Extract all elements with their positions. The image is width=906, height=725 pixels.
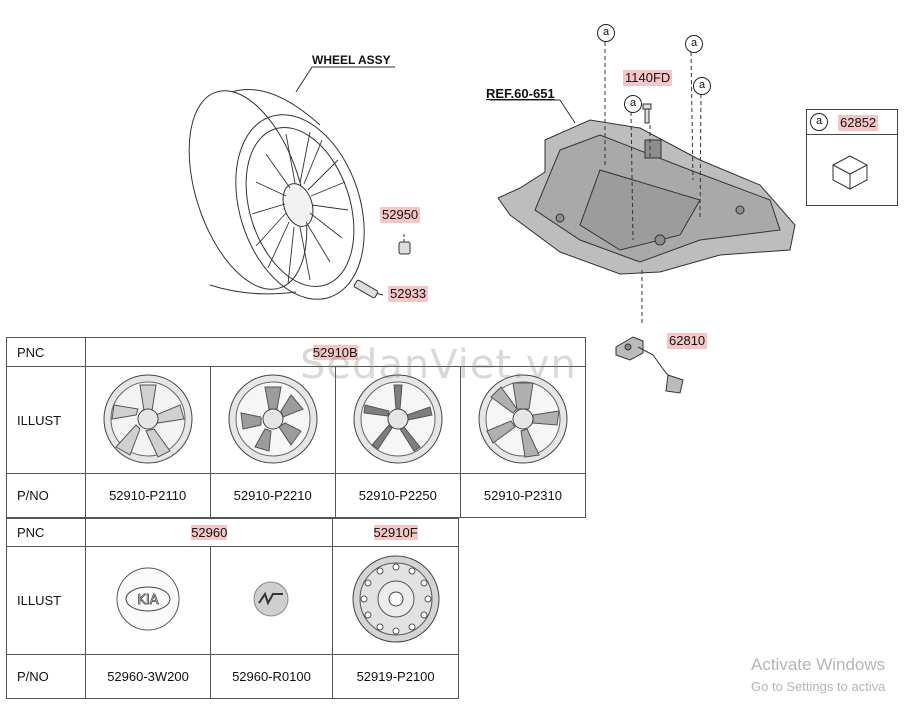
marker-a-1: a — [597, 24, 615, 42]
marker-a-3: a — [693, 77, 711, 95]
pno-4[interactable]: 52910-P2310 — [459, 473, 587, 518]
pnc-value-a: 52960 — [85, 518, 334, 547]
hub-cap-illust-2[interactable] — [251, 579, 291, 619]
legend-divider — [807, 134, 897, 135]
pnc-52960[interactable]: 52960 — [191, 525, 228, 540]
valve-52933 — [353, 279, 379, 299]
activate-windows-title: Activate Windows — [751, 655, 886, 674]
pnc-label-2: PNC — [5, 518, 87, 547]
under-cover-drawing — [497, 119, 796, 275]
spare-wheel-illust[interactable] — [350, 553, 442, 645]
pno-cap-1[interactable]: 52960-3W200 — [85, 654, 211, 699]
wheel-parts-table: PNC 52910B ILLUST — [6, 337, 587, 518]
legend-box — [806, 109, 898, 206]
callout-62852[interactable]: 62852 — [838, 115, 879, 131]
ref-label: REF.60-651 — [486, 86, 555, 101]
pno-cap-2[interactable]: 52960-R0100 — [209, 654, 334, 699]
pno-label-2: P/NO — [5, 654, 87, 699]
wheel-illust-2[interactable] — [225, 371, 321, 467]
wheel-assy-label: WHEEL ASSY — [312, 53, 391, 67]
clip-62852-drawing — [832, 155, 868, 190]
activate-windows-subtitle: Go to Settings to activa — [751, 679, 886, 694]
illust-cap-cell-2 — [209, 546, 334, 655]
watermark: SedanViet.vn — [300, 342, 577, 388]
illust-cell-4 — [459, 366, 587, 474]
pnc-label: PNC — [6, 337, 86, 367]
pnc-value: 52910B — [84, 337, 587, 367]
illust-label-2: ILLUST — [5, 546, 87, 655]
wheel-assy-drawing — [188, 89, 365, 300]
pnc-value-b: 52910F — [332, 518, 459, 547]
pnc-52910f[interactable]: 52910F — [373, 525, 418, 540]
illust-cell-2 — [209, 366, 336, 474]
pno-3[interactable]: 52910-P2250 — [334, 473, 461, 518]
pno-label: P/NO — [6, 473, 86, 518]
bolt-1140fd — [642, 103, 652, 124]
illust-cell-3 — [334, 366, 461, 474]
wheel-illust-4[interactable] — [475, 371, 571, 467]
pno-cap-3[interactable]: 52919-P2100 — [332, 654, 459, 699]
legend-marker-a: a — [810, 113, 828, 131]
wheel-illust-1[interactable] — [100, 371, 196, 467]
pno-1[interactable]: 52910-P2110 — [84, 473, 211, 518]
callout-62810[interactable]: 62810 — [667, 333, 708, 349]
hub-cap-illust-1[interactable]: KIA — [113, 564, 183, 634]
illust-cell-1 — [84, 366, 211, 474]
exploded-diagram — [188, 42, 868, 325]
wheel-illust-3[interactable] — [350, 371, 446, 467]
callout-1140fd[interactable]: 1140FD — [623, 70, 673, 86]
illust-cap-cell-1: KIA — [85, 546, 211, 655]
illust-label: ILLUST — [6, 366, 86, 474]
callout-52933[interactable]: 52933 — [388, 286, 429, 302]
emblem-text: KIA — [137, 593, 158, 608]
marker-a-2: a — [685, 35, 703, 53]
spare-carrier-62810 — [615, 336, 684, 394]
pnc-52910b[interactable]: 52910B — [312, 344, 358, 360]
callout-52950[interactable]: 52950 — [380, 207, 421, 223]
illust-cap-cell-3 — [332, 546, 459, 655]
lug-nut-52950 — [398, 232, 411, 255]
cap-parts-table: PNC 52960 52910F ILLUST KIA — [5, 518, 459, 699]
marker-a-4: a — [624, 95, 642, 113]
pno-2[interactable]: 52910-P2210 — [209, 473, 336, 518]
